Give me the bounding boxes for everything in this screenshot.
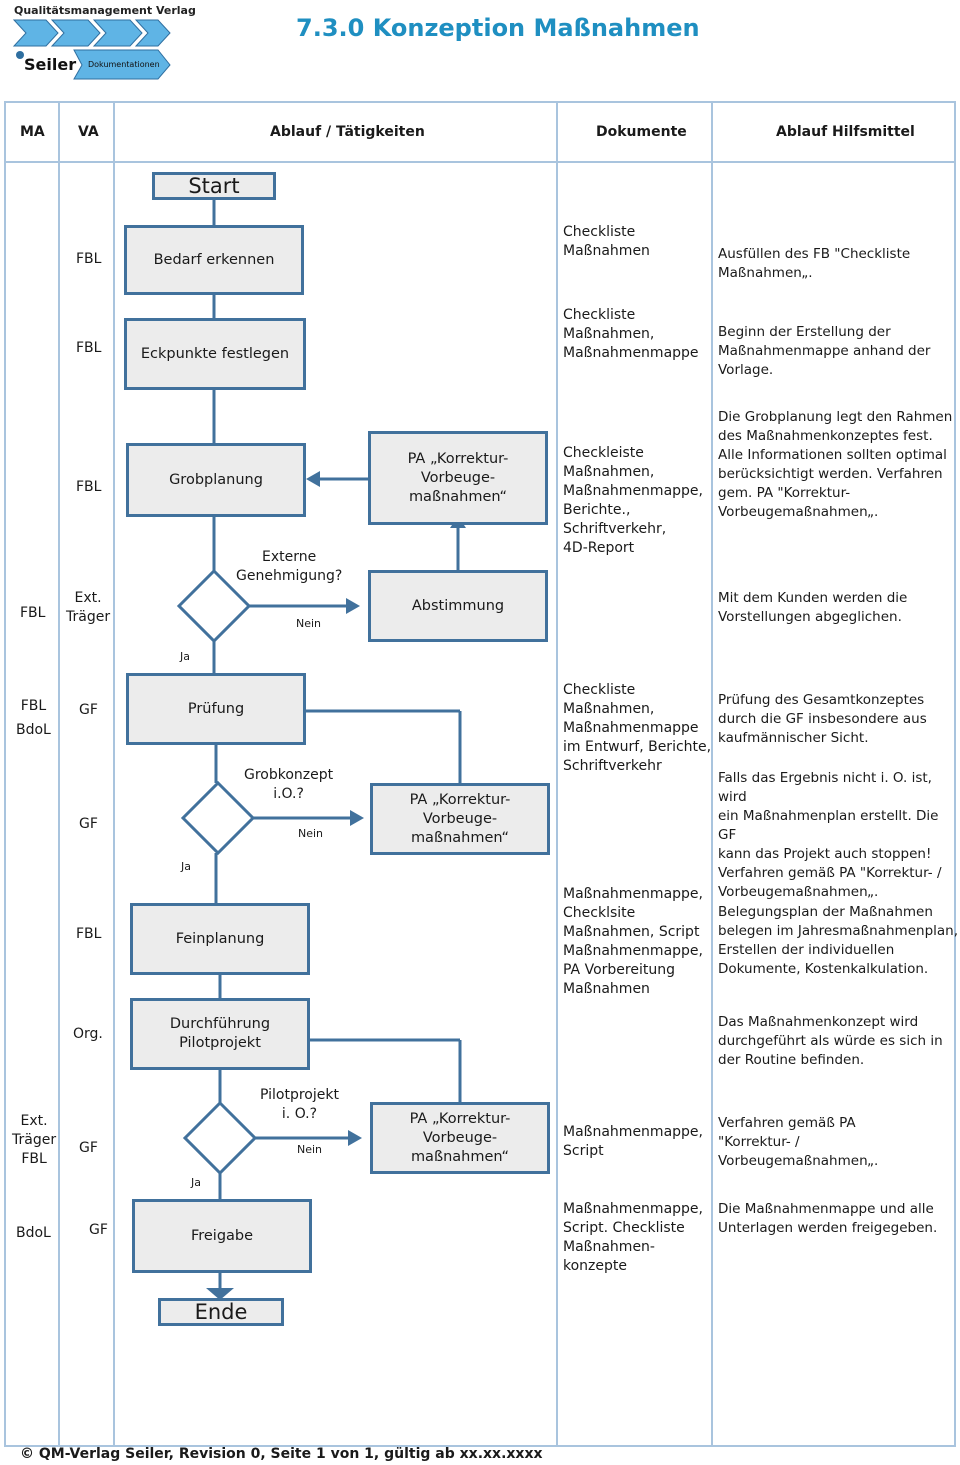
ma-cell: FBL BdoL bbox=[16, 698, 51, 738]
col-header-dokumente: Dokumente bbox=[596, 124, 687, 140]
docs-cell: Maßnahmenmappe, Script bbox=[563, 1124, 703, 1159]
col-header-hilfsmittel: Ablauf Hilfsmittel bbox=[776, 124, 915, 140]
docs-cell: Checkliste Maßnahmen, Maßnahmenmappe im … bbox=[563, 682, 712, 774]
pa-box-2: PA „Korrektur- Vorbeuge- maßnahmen“ bbox=[370, 783, 550, 855]
logo-arrows-icon bbox=[12, 19, 171, 80]
docs-cell: Checkliste Maßnahmen, Maßnahmenmappe bbox=[563, 307, 699, 361]
decision-3-no: Nein bbox=[297, 1143, 323, 1156]
help-cell: Belegungsplan der Maßnahmen belegen im J… bbox=[718, 904, 959, 977]
va-cell: Org. bbox=[73, 1026, 103, 1042]
docs-cell: Checkliste Maßnahmen bbox=[563, 224, 650, 259]
pa-box-3: PA „Korrektur- Vorbeuge- maßnahmen“ bbox=[370, 1102, 550, 1174]
decision-3-yes: Ja bbox=[191, 1176, 201, 1189]
help-cell: Ausfüllen des FB "Checkliste Maßnahmen„. bbox=[718, 246, 911, 281]
brand-label: Seiler bbox=[24, 55, 77, 74]
col-header-ablauf: Ablauf / Tätigkeiten bbox=[270, 124, 425, 140]
help-cell: Das Maßnahmenkonzept wird durchgeführt a… bbox=[718, 1014, 943, 1068]
page-title: 7.3.0 Konzeption Maßnahmen bbox=[296, 14, 700, 42]
va-cell: GF bbox=[79, 702, 98, 718]
va-cell: GF bbox=[79, 1140, 98, 1156]
col-header-ma: MA bbox=[20, 124, 45, 140]
decision-1-label: Externe Genehmigung? bbox=[236, 549, 343, 584]
step-bedarf: Bedarf erkennen bbox=[124, 225, 304, 295]
decision-2-yes: Ja bbox=[181, 860, 191, 873]
pa-box-1: PA „Korrektur- Vorbeuge- maßnahmen“ bbox=[368, 431, 548, 525]
va-cell: FBL bbox=[76, 340, 102, 356]
help-cell: Verfahren gemäß PA "Korrektur- / Vorbeug… bbox=[718, 1115, 879, 1169]
decision-2-no: Nein bbox=[298, 827, 324, 840]
docs-cell: Checkleiste Maßnahmen, Maßnahmenmappe, B… bbox=[563, 445, 703, 556]
step-grobplanung: Grobplanung bbox=[126, 443, 306, 517]
brand-tag: Dokumentationen bbox=[88, 60, 160, 69]
end-node: Ende bbox=[158, 1298, 284, 1326]
decision-1-yes: Ja bbox=[180, 650, 190, 663]
docs-cell: Maßnahmenmappe, Script. Checkliste Maßna… bbox=[563, 1201, 703, 1274]
footer-text: © QM-Verlag Seiler, Revision 0, Seite 1 … bbox=[20, 1446, 543, 1462]
va-cell: FBL bbox=[76, 479, 102, 495]
help-cell: Prüfung des Gesamtkonzeptes durch die GF… bbox=[718, 692, 927, 746]
publisher-label: Qualitätsmanagement Verlag bbox=[14, 4, 196, 17]
va-cell: FBL bbox=[76, 251, 102, 267]
help-cell: Beginn der Erstellung der Maßnahmenmappe… bbox=[718, 324, 931, 378]
step-abstimmung: Abstimmung bbox=[368, 570, 548, 642]
decision-1-no: Nein bbox=[296, 617, 322, 630]
va-cell: FBL bbox=[76, 926, 102, 942]
help-cell: Falls das Ergebnis nicht i. O. ist, wird… bbox=[718, 770, 942, 900]
step-pilotprojekt: Durchführung Pilotprojekt bbox=[130, 998, 310, 1070]
ma-cell: FBL bbox=[20, 605, 46, 621]
help-cell: Die Maßnahmenmappe und alle Unterlagen w… bbox=[718, 1201, 938, 1236]
step-freigabe: Freigabe bbox=[132, 1199, 312, 1273]
ma-cell: BdoL bbox=[16, 1225, 51, 1241]
help-cell: Mit dem Kunden werden die Vorstellungen … bbox=[718, 590, 908, 625]
help-cell: Die Grobplanung legt den Rahmen des Maßn… bbox=[718, 409, 953, 520]
step-pruefung: Prüfung bbox=[126, 673, 306, 745]
va-cell: GF bbox=[79, 816, 98, 832]
decision-3-label: Pilotprojekt i. O.? bbox=[260, 1087, 339, 1122]
decision-2-label: Grobkonzept i.O.? bbox=[244, 767, 334, 802]
step-eckpunkte: Eckpunkte festlegen bbox=[124, 318, 306, 390]
va-cell: Ext. Träger bbox=[66, 590, 111, 625]
start-node: Start bbox=[152, 172, 276, 200]
va-cell: GF bbox=[89, 1222, 108, 1238]
docs-cell: Maßnahmenmappe, Checklsite Maßnahmen, Sc… bbox=[563, 886, 703, 997]
ma-cell: Ext. Träger FBL bbox=[12, 1113, 57, 1167]
step-feinplanung: Feinplanung bbox=[130, 903, 310, 975]
col-header-va: VA bbox=[78, 124, 99, 140]
